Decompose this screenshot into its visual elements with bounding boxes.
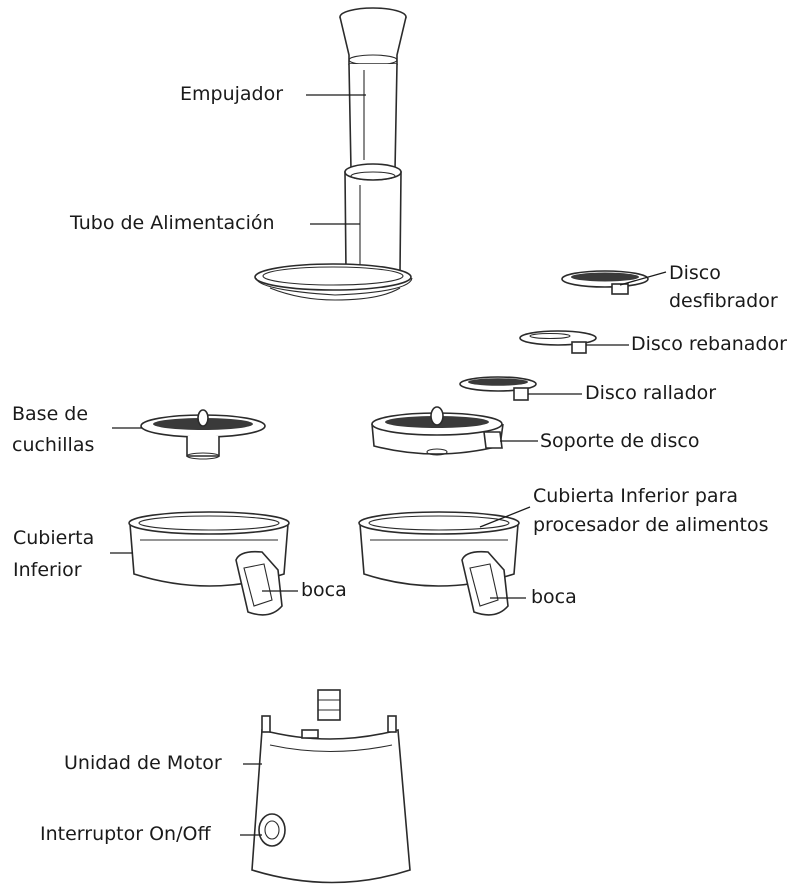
leader-desfibrador (619, 271, 667, 286)
label-disco-desfibrador-line1: Disco (669, 262, 721, 284)
label-disco-desfibrador-line2: desfibrador (669, 290, 778, 312)
label-interruptor: Interruptor On/Off (40, 823, 211, 845)
label-disco-rallador: Disco rallador (585, 382, 717, 404)
label-tubo-alimentacion: Tubo de Alimentación (70, 212, 275, 234)
label-cubierta-procesador-line2: procesador de alimentos (533, 514, 769, 536)
label-boca-right: boca (531, 586, 577, 608)
label-base-cuchillas-line1: Base de (12, 403, 89, 425)
label-cubierta-procesador-line1: Cubierta Inferior para (533, 485, 739, 507)
grating-disc-part (459, 376, 537, 401)
label-cubierta-inferior-line2: Inferior (13, 559, 82, 581)
pusher-part (339, 7, 407, 171)
label-unidad-motor: Unidad de Motor (64, 752, 222, 774)
label-disco-rebanador: Disco rebanador (631, 333, 787, 355)
label-boca-left: boca (301, 579, 347, 601)
shredding-disc-part (561, 270, 649, 295)
label-cubierta-inferior-line1: Cubierta (13, 527, 95, 549)
motor-unit-part (251, 689, 411, 884)
slicing-disc-part (519, 330, 597, 354)
lower-cover-part (128, 511, 290, 616)
blade-base-part (140, 409, 266, 460)
leader-cubierta-proc (479, 506, 531, 528)
label-base-cuchillas-line2: cuchillas (12, 434, 95, 456)
label-soporte-disco: Soporte de disco (540, 430, 700, 452)
disc-holder-part (371, 406, 504, 456)
label-empujador: Empujador (180, 83, 284, 105)
feed-tube-part (254, 163, 413, 301)
processor-lower-cover-part (358, 511, 520, 616)
